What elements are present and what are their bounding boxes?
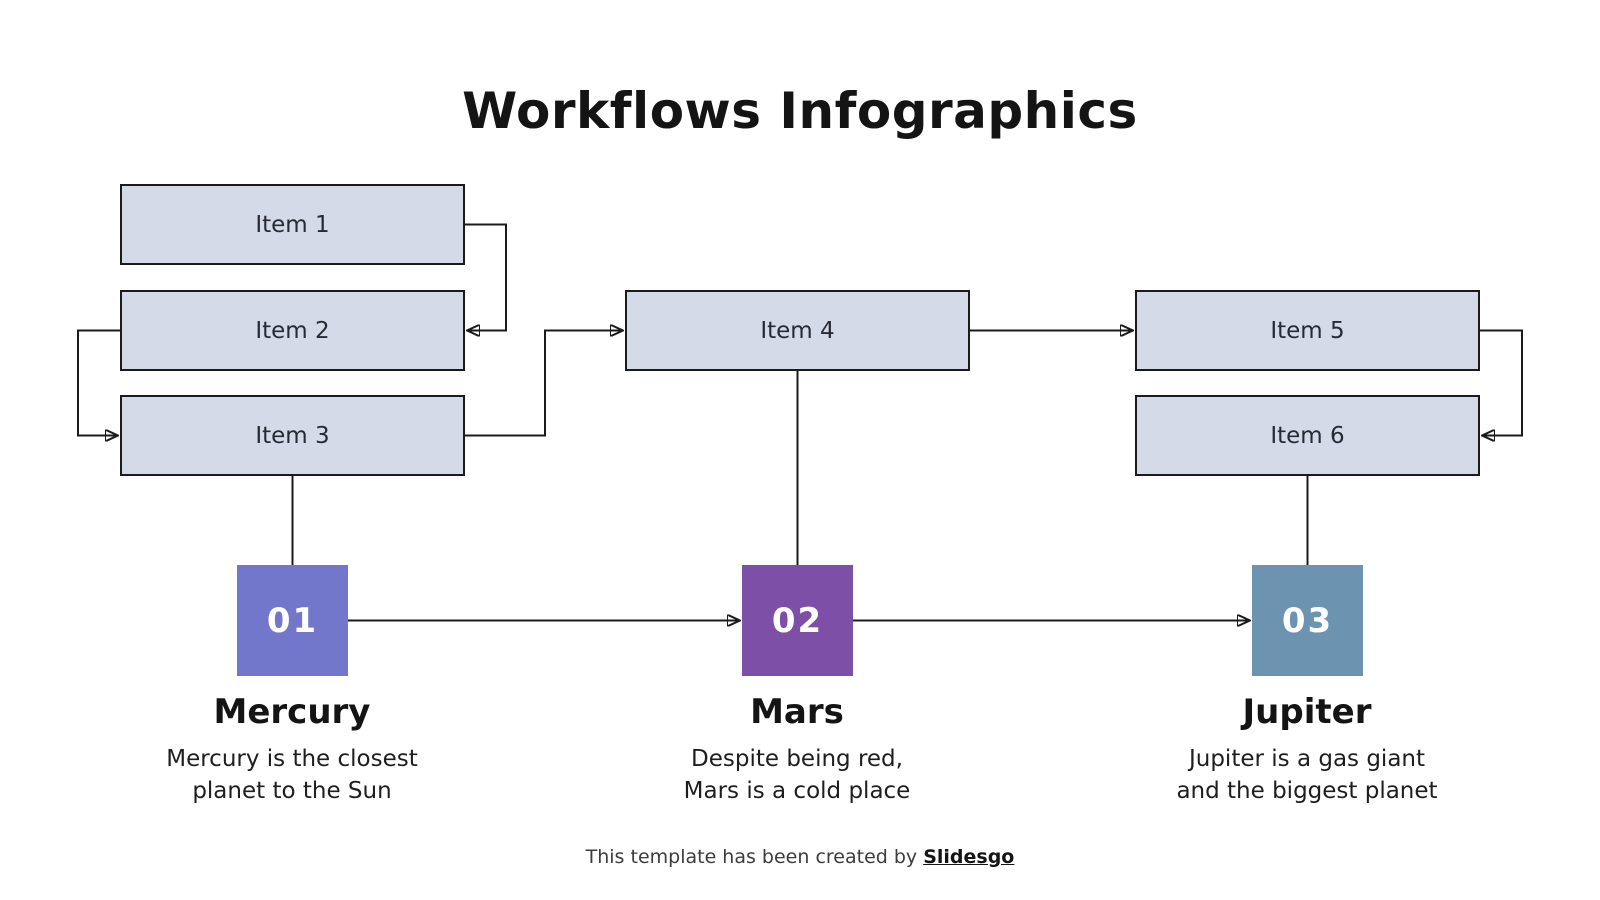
page-title: Workflows Infographics [462, 82, 1138, 140]
item-6-box: Item 6 [1135, 395, 1480, 476]
step-02-box: 02 [742, 565, 853, 676]
connector-item3-to-item4 [465, 331, 623, 437]
planet-section-jupiter: Jupiter Jupiter is a gas giant and the b… [1107, 692, 1507, 807]
slidesgo-link[interactable]: Slidesgo [923, 846, 1015, 868]
footer-credit: This template has been created by Slides… [0, 846, 1600, 868]
connector-item1-to-item2 [465, 223, 507, 331]
item-1-label: Item 1 [255, 211, 330, 238]
item-3-label: Item 3 [255, 422, 330, 449]
step-02-number: 02 [771, 600, 824, 641]
item-5-label: Item 5 [1270, 317, 1345, 344]
item-5-box: Item 5 [1135, 290, 1480, 371]
item-4-box: Item 4 [625, 290, 970, 371]
planet-name-mars: Mars [750, 692, 844, 732]
item-4-label: Item 4 [760, 317, 835, 344]
planet-section-mars: Mars Despite being red, Mars is a cold p… [597, 692, 997, 807]
item-3-box: Item 3 [120, 395, 465, 476]
planet-section-mercury: Mercury Mercury is the closest planet to… [92, 692, 492, 807]
planet-description-jupiter: Jupiter is a gas giant and the biggest p… [1176, 746, 1438, 804]
footer-credit-text: This template has been created by [585, 846, 924, 868]
step-01-number: 01 [266, 600, 319, 641]
step-01-box: 01 [237, 565, 348, 676]
item-6-label: Item 6 [1270, 422, 1345, 449]
step-03-number: 03 [1281, 600, 1334, 641]
connector-item2-to-item3 [77, 329, 120, 436]
planet-description-mars: Despite being red, Mars is a cold place [683, 746, 911, 804]
step-03-box: 03 [1252, 565, 1363, 676]
item-1-box: Item 1 [120, 184, 465, 265]
planet-name-jupiter: Jupiter [1242, 692, 1372, 732]
connector-item5-to-item6 [1480, 329, 1523, 436]
item-2-box: Item 2 [120, 290, 465, 371]
planet-description-mercury: Mercury is the closest planet to the Sun [166, 746, 418, 804]
planet-name-mercury: Mercury [213, 692, 371, 732]
item-2-label: Item 2 [255, 317, 330, 344]
